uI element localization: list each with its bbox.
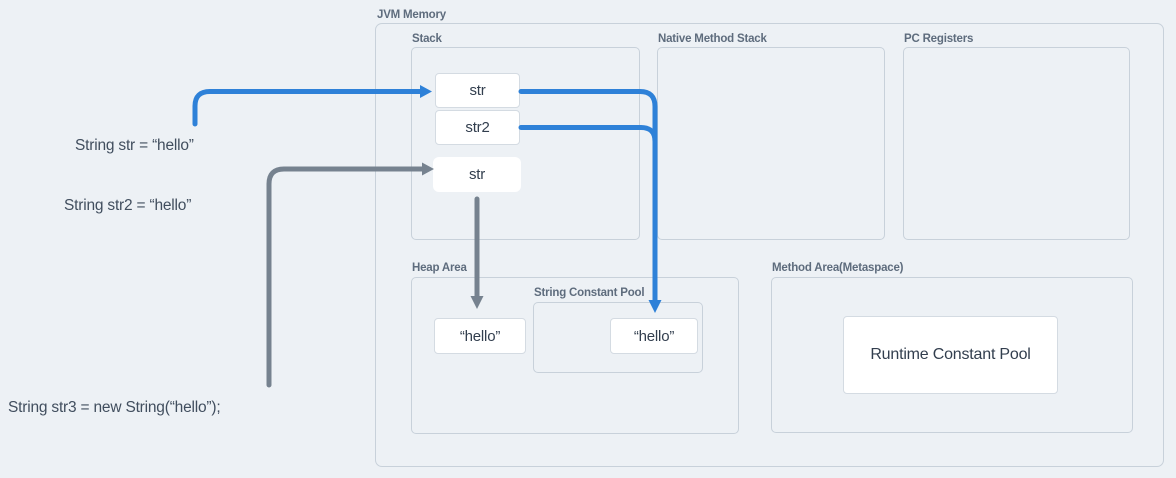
heap-string-object: “hello” — [434, 318, 526, 354]
stack-label: Stack — [412, 33, 442, 45]
jvm-memory-label: JVM Memory — [377, 9, 446, 21]
code-line-str: String str = “hello” — [75, 137, 194, 154]
stack-var-str: str — [435, 73, 520, 108]
native-method-stack-region — [657, 47, 885, 240]
heap-area-label: Heap Area — [412, 262, 467, 274]
method-area-label: Method Area(Metaspace) — [772, 262, 904, 274]
runtime-constant-pool-box: Runtime Constant Pool — [843, 316, 1058, 394]
string-constant-pool-label: String Constant Pool — [534, 287, 645, 299]
pool-string-literal: “hello” — [610, 318, 698, 354]
method-area-region — [771, 277, 1133, 433]
code-line-str3: String str3 = new String(“hello”); — [8, 399, 221, 416]
pc-registers-label: PC Registers — [904, 33, 974, 45]
native-method-stack-label: Native Method Stack — [658, 33, 767, 45]
pc-registers-region — [903, 47, 1130, 240]
stack-var-str3-ref: str — [433, 157, 521, 192]
code-line-str2: String str2 = “hello” — [64, 197, 192, 214]
stack-var-str2: str2 — [435, 110, 520, 145]
